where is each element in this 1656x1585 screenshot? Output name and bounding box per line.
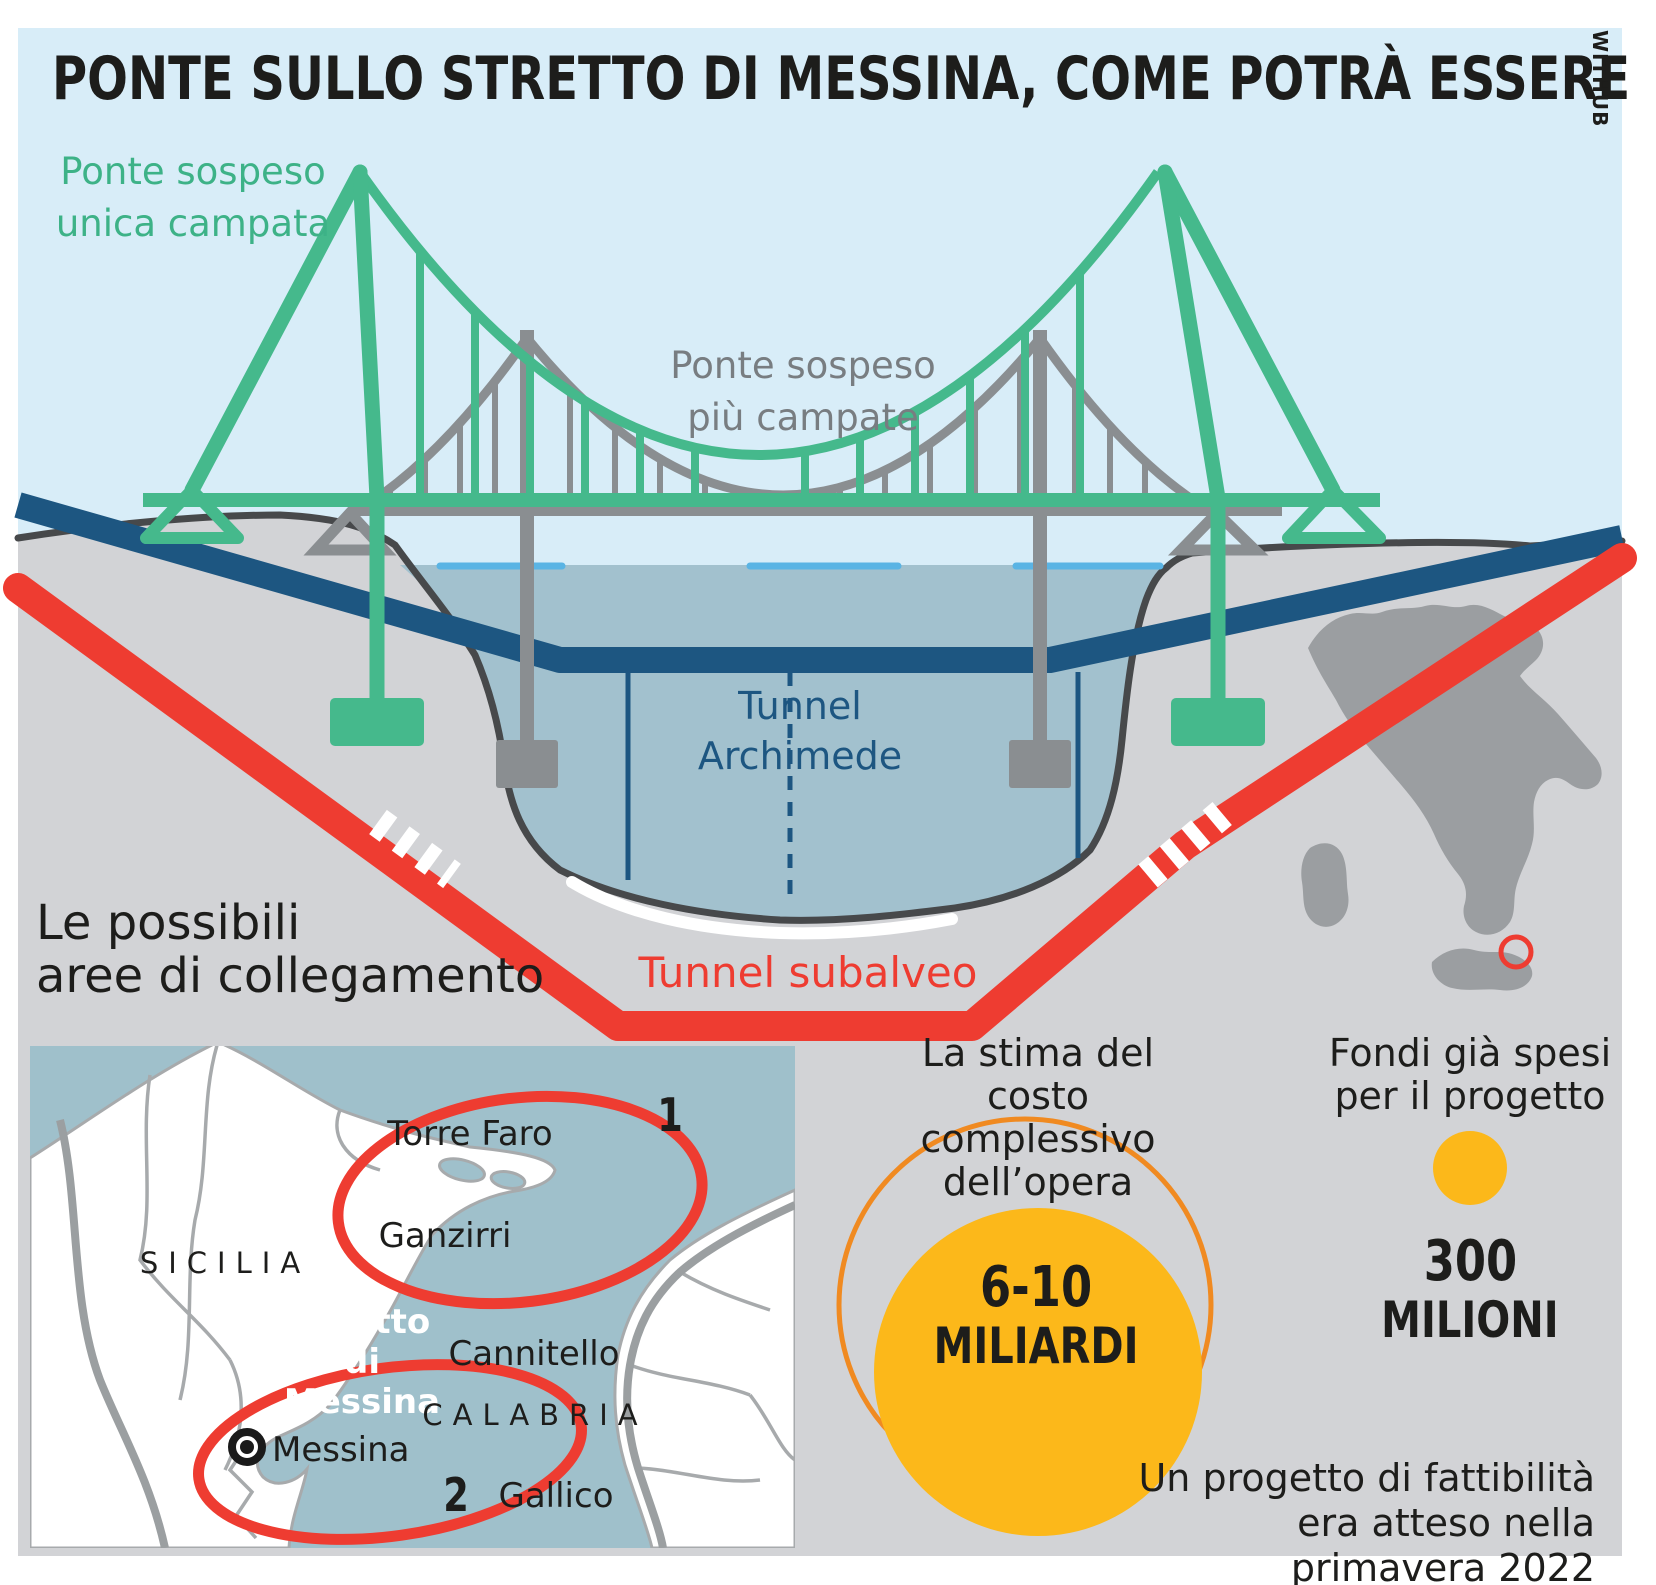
tunnel-tethers xyxy=(625,672,1081,905)
single-span-bridge xyxy=(140,164,1386,746)
map-label-area1: 1 xyxy=(657,1088,683,1142)
map-label-sicilia: SICILIA xyxy=(139,1246,311,1280)
single-span-anchor-left xyxy=(140,484,244,544)
map-highways xyxy=(56,1119,795,1548)
map-label-gallico: Gallico xyxy=(498,1476,614,1516)
single-span-foundation-left xyxy=(330,698,424,746)
map-lakes xyxy=(438,1157,527,1190)
spent-title: Fondi già spesi per il progetto xyxy=(1328,1031,1612,1118)
multi-span-foundation-right xyxy=(1009,740,1071,788)
map-calabria-land xyxy=(613,1188,795,1548)
spent-value: 300 MILIONI xyxy=(1381,1229,1559,1349)
seabed-stripe xyxy=(566,876,958,940)
street-map xyxy=(30,1046,795,1548)
single-span-foundation-right xyxy=(1171,698,1265,746)
map-label-strait: Stretto di Messina xyxy=(283,1302,441,1422)
credit-label: WITHUB xyxy=(1588,30,1612,128)
connection-area-1-ellipse xyxy=(332,1090,708,1310)
estimate-title: La stima del costo complessivo dell’oper… xyxy=(920,1031,1156,1204)
feasibility-note: Un progetto di fattibilità era atteso ne… xyxy=(1138,1456,1595,1585)
map-label-torre-faro: Torre Faro xyxy=(387,1114,553,1154)
single-span-towers xyxy=(184,164,1341,708)
tunnel-subalveo-line xyxy=(3,543,1637,1041)
strait-marker-circle xyxy=(1498,934,1534,970)
italy-locator-map xyxy=(1301,604,1602,991)
sardinia xyxy=(1301,843,1349,927)
estimate-value: 6-10 MILIARDI xyxy=(933,1255,1139,1375)
sicily-mini xyxy=(1431,948,1533,991)
page-title: PONTE SULLO STRETTO DI MESSINA, COME POT… xyxy=(52,44,1631,114)
tunnel-subalveo-label: Tunnel subalveo xyxy=(638,948,978,997)
connection-areas-label: Le possibili aree di collegamento xyxy=(36,895,545,1004)
multi-span-anchor-left xyxy=(303,504,397,556)
map-label-cannitello: Cannitello xyxy=(448,1334,620,1374)
terrain-outline xyxy=(14,511,1626,924)
connection-area-2-ellipse xyxy=(193,1359,587,1545)
single-span-label: Ponte sospeso unica campata xyxy=(55,150,331,245)
single-span-hangers xyxy=(416,251,1084,500)
map-label-area2: 2 xyxy=(443,1468,469,1522)
tunnel-archimede-line xyxy=(14,492,1625,673)
tunnel-archimede-label: Tunnel Archimede xyxy=(697,684,903,778)
map-sicily-land xyxy=(30,1046,557,1548)
map-label-messina: Messina xyxy=(272,1430,410,1470)
map-label-calabria: CALABRIA xyxy=(422,1398,648,1432)
spent-circle xyxy=(1433,1131,1507,1205)
single-span-anchor-right xyxy=(1282,484,1386,544)
multi-span-foundation-left xyxy=(496,740,558,788)
messina-marker xyxy=(228,1428,266,1466)
estimate-circle xyxy=(874,1208,1202,1536)
map-label-ganzirri: Ganzirri xyxy=(378,1216,512,1256)
multi-span-label: Ponte sospeso più campate xyxy=(670,344,936,439)
